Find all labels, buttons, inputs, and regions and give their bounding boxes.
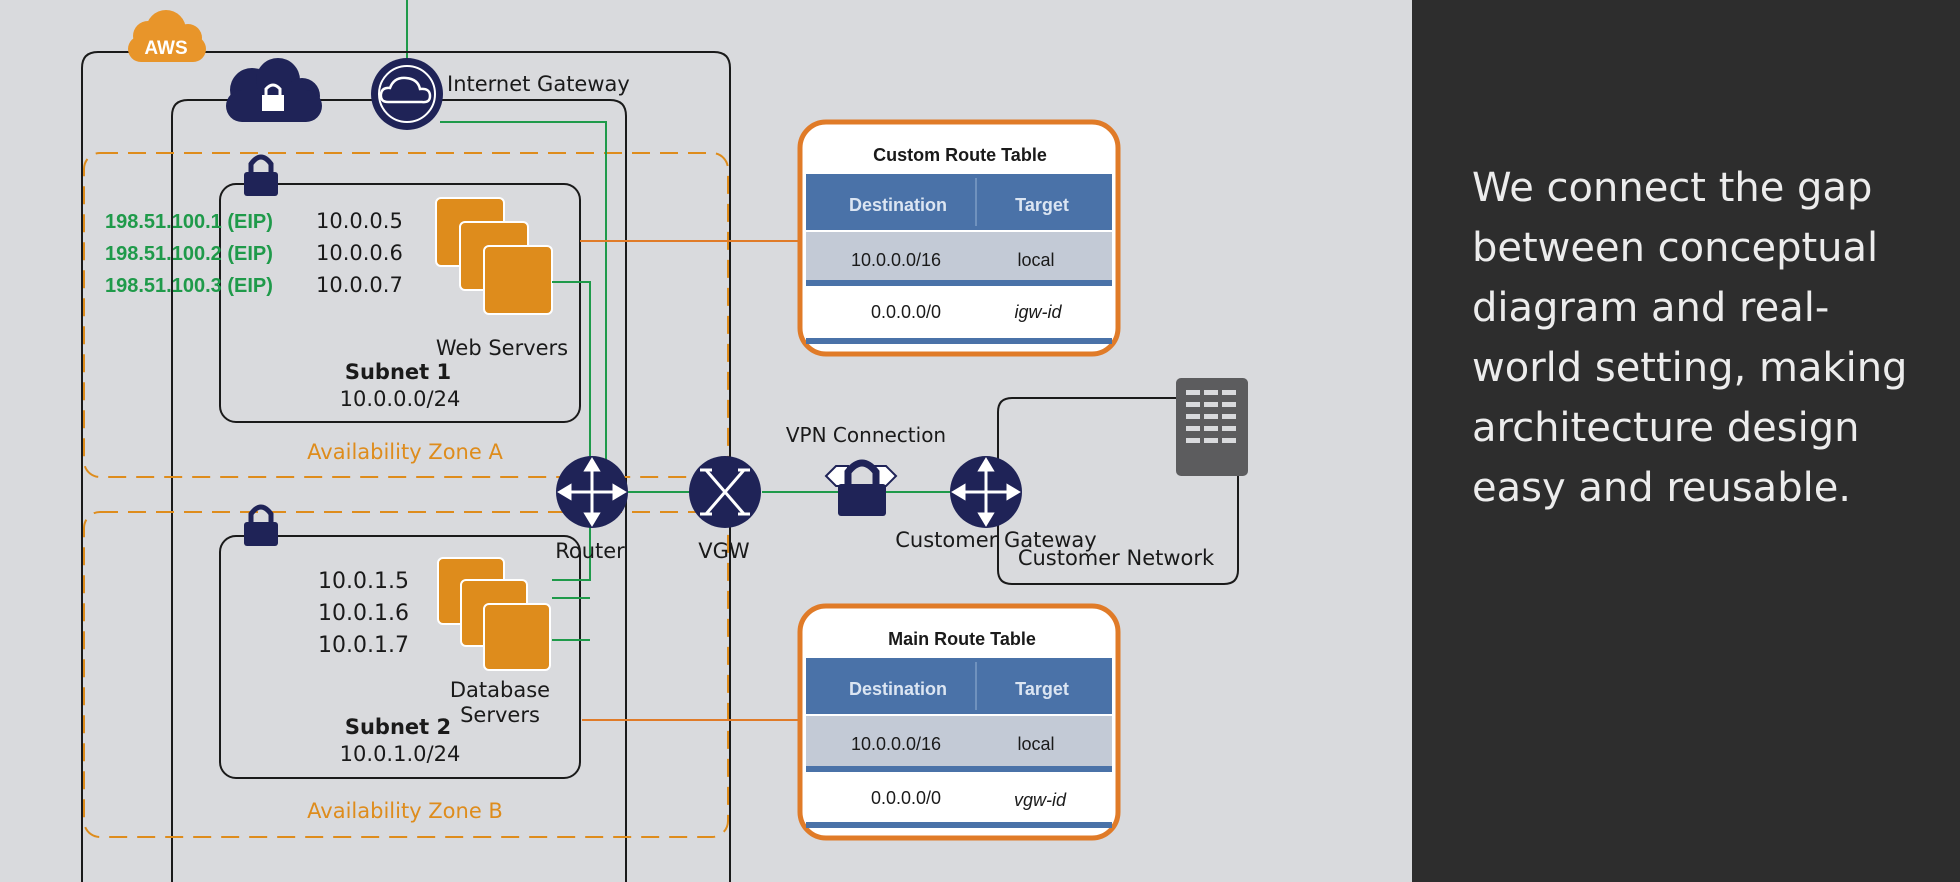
db-server-ip-2: 10.0.1.6 [318,601,409,626]
aws-cloud-icon: AWS [128,10,206,62]
custom-route-table-col-target: Target [1015,195,1069,215]
customer-gateway-icon [950,456,1022,528]
main-route-table-row-2-destination: 0.0.0.0/0 [871,788,941,808]
web-servers-label: Web Servers [436,336,568,360]
main-route-table-title: Main Route Table [888,629,1036,649]
custom-route-table-row-2-destination: 0.0.0.0/0 [871,302,941,322]
db-server-ip-3: 10.0.1.7 [318,633,409,658]
main-route-table-row-2-target: vgw-id [1014,790,1067,810]
custom-route-table-header [806,174,1112,230]
custom-route-table-row-1-target: local [1017,250,1054,270]
aws-badge-label: AWS [144,38,187,59]
custom-route-table-row-1-destination: 10.0.0.0/16 [851,250,941,270]
custom-route-table-row-2-target: igw-id [1014,302,1062,322]
main-route-table: Main Route Table Destination Target 10.0… [797,603,1121,841]
main-route-table-row-1 [806,716,1112,766]
customer-network-box [997,397,1239,585]
subnet-2-name: Subnet 2 [345,715,451,739]
custom-route-table-row-1 [806,232,1112,280]
custom-route-table-col-destination: Destination [849,195,947,215]
main-route-table-col-destination: Destination [849,679,947,699]
customer-network-label: Customer Network [1018,546,1215,570]
main-route-table-header [806,658,1112,714]
subnet-1-lock-icon [244,154,278,196]
vpc-architecture-diagram: AWS Internet Gateway Availability Zone A [81,0,1248,882]
custom-route-table-title: Custom Route Table [873,145,1047,165]
db-server-ip-1: 10.0.1.5 [318,569,409,594]
vpn-lock-icon [824,459,898,516]
description-panel: We connect the gap between conceptual di… [1412,0,1960,882]
main-route-table-row-1-destination: 10.0.0.0/16 [851,734,941,754]
eip-2: 198.51.100.2 (EIP) [105,243,273,265]
availability-zone-a-label: Availability Zone A [307,440,503,464]
main-route-table-row-1-target: local [1017,734,1054,754]
web-servers-icon [435,197,553,315]
customer-gateway-label: Customer Gateway [895,528,1096,552]
eip-3: 198.51.100.3 (EIP) [105,275,273,297]
router-icon [556,456,628,528]
vgw-icon [689,456,761,528]
vgw-label: VGW [698,539,750,563]
custom-route-table: Custom Route Table Destination Target 10… [797,119,1121,357]
web-server-ip-1: 10.0.0.5 [316,209,403,233]
eip-1: 198.51.100.1 (EIP) [105,211,273,233]
description-text: We connect the gap between conceptual di… [1472,165,1908,511]
internet-gateway-icon [371,58,443,130]
database-servers-label-line2: Servers [460,703,540,727]
web-server-ip-2: 10.0.0.6 [316,241,403,265]
database-servers-icon [437,557,551,671]
subnet-2-cidr: 10.0.1.0/24 [340,742,461,766]
availability-zone-b-label: Availability Zone B [307,799,503,823]
router-label: Router [555,539,625,563]
subnet-1-box [219,183,581,423]
subnet-2-box [219,535,581,779]
availability-zone-b [83,511,729,838]
subnet-1-name: Subnet 1 [345,360,451,384]
internet-gateway-label: Internet Gateway [447,72,630,96]
database-servers-label-line1: Database [450,678,550,702]
web-server-ip-3: 10.0.0.7 [316,273,403,297]
vpc-cloud-icon [226,58,322,122]
vpn-connection-label: VPN Connection [786,423,946,447]
aws-region-border [81,51,731,882]
customer-server-icon [1176,378,1248,476]
subnet-2-lock-icon [244,504,278,546]
availability-zone-a [83,152,729,478]
subnet-1-cidr: 10.0.0.0/24 [340,387,461,411]
main-route-table-col-target: Target [1015,679,1069,699]
